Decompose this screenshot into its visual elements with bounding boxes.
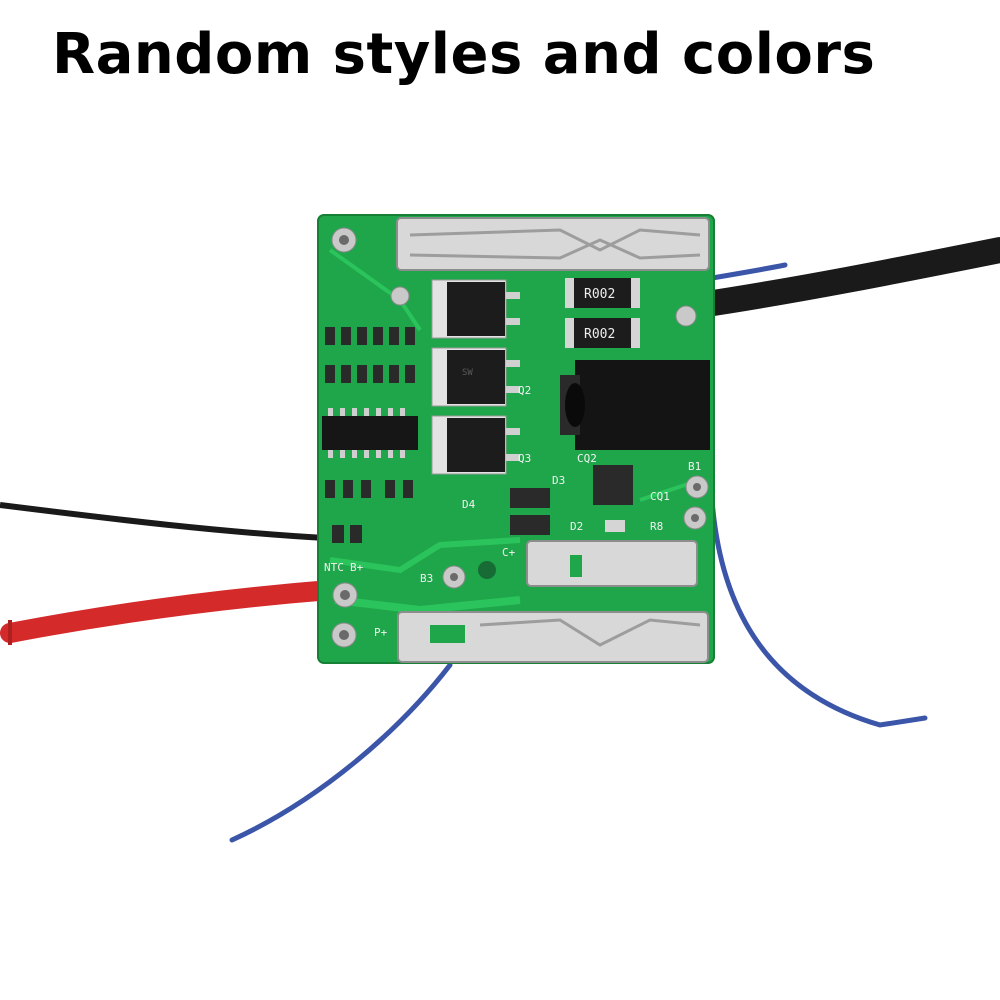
- caption-title: Random styles and colors: [52, 22, 876, 87]
- resistor-mark-1: R002: [584, 287, 615, 302]
- smd-components: [325, 327, 633, 543]
- blue-wire-right: [709, 497, 928, 728]
- label-c-plus: C+: [502, 546, 516, 559]
- label-b3: B3: [420, 572, 433, 585]
- label-cq1: CQ1: [650, 490, 670, 503]
- label-p-plus: P+: [374, 626, 388, 639]
- protection-ic: [322, 408, 418, 458]
- red-wire-left: [0, 580, 340, 643]
- label-q3: Q3: [518, 452, 531, 465]
- blue-wire-bottom: [229, 662, 453, 843]
- label-q2: Q2: [518, 384, 531, 397]
- current-sense-resistors: R002 R002: [565, 278, 640, 348]
- wires: [0, 237, 1000, 843]
- mosfet-marking: SW: [462, 368, 473, 378]
- pcb-board: SW R002 R002: [317, 214, 715, 664]
- label-d3: D3: [552, 474, 565, 487]
- silkscreen-labels: NTC B+ B3 P+ C+ CQ1 D4 D3 D2 R8 Q3 Q2 CQ…: [324, 384, 701, 639]
- label-b-plus: B+: [350, 561, 364, 574]
- mounting-holes: [331, 227, 709, 648]
- label-b1: B1: [688, 460, 701, 473]
- label-cq2: CQ2: [577, 452, 597, 465]
- nickel-strip-top: [396, 217, 710, 271]
- dc-barrel-jack: [560, 360, 710, 450]
- label-d4: D4: [462, 498, 476, 511]
- label-r8: R8: [650, 520, 663, 533]
- label-d2: D2: [570, 520, 583, 533]
- nickel-strip-middle: [526, 540, 698, 587]
- label-ntc: NTC: [324, 561, 344, 574]
- thick-black-cable: [687, 237, 1000, 318]
- nickel-strip-bottom: [397, 611, 709, 663]
- resistor-mark-2: R002: [584, 327, 615, 342]
- thin-black-wire-left: [0, 502, 326, 541]
- mosfets: SW: [431, 279, 520, 475]
